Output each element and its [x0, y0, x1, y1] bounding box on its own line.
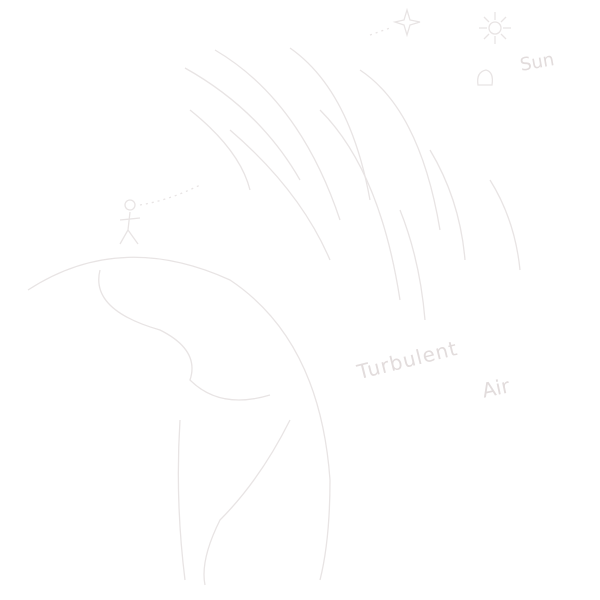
cloud-icon	[477, 69, 494, 86]
figure-icon	[119, 184, 201, 245]
star-icon	[369, 7, 421, 38]
sun-icon	[479, 12, 511, 44]
wave-shape	[27, 256, 331, 586]
wind-lines	[184, 47, 521, 321]
